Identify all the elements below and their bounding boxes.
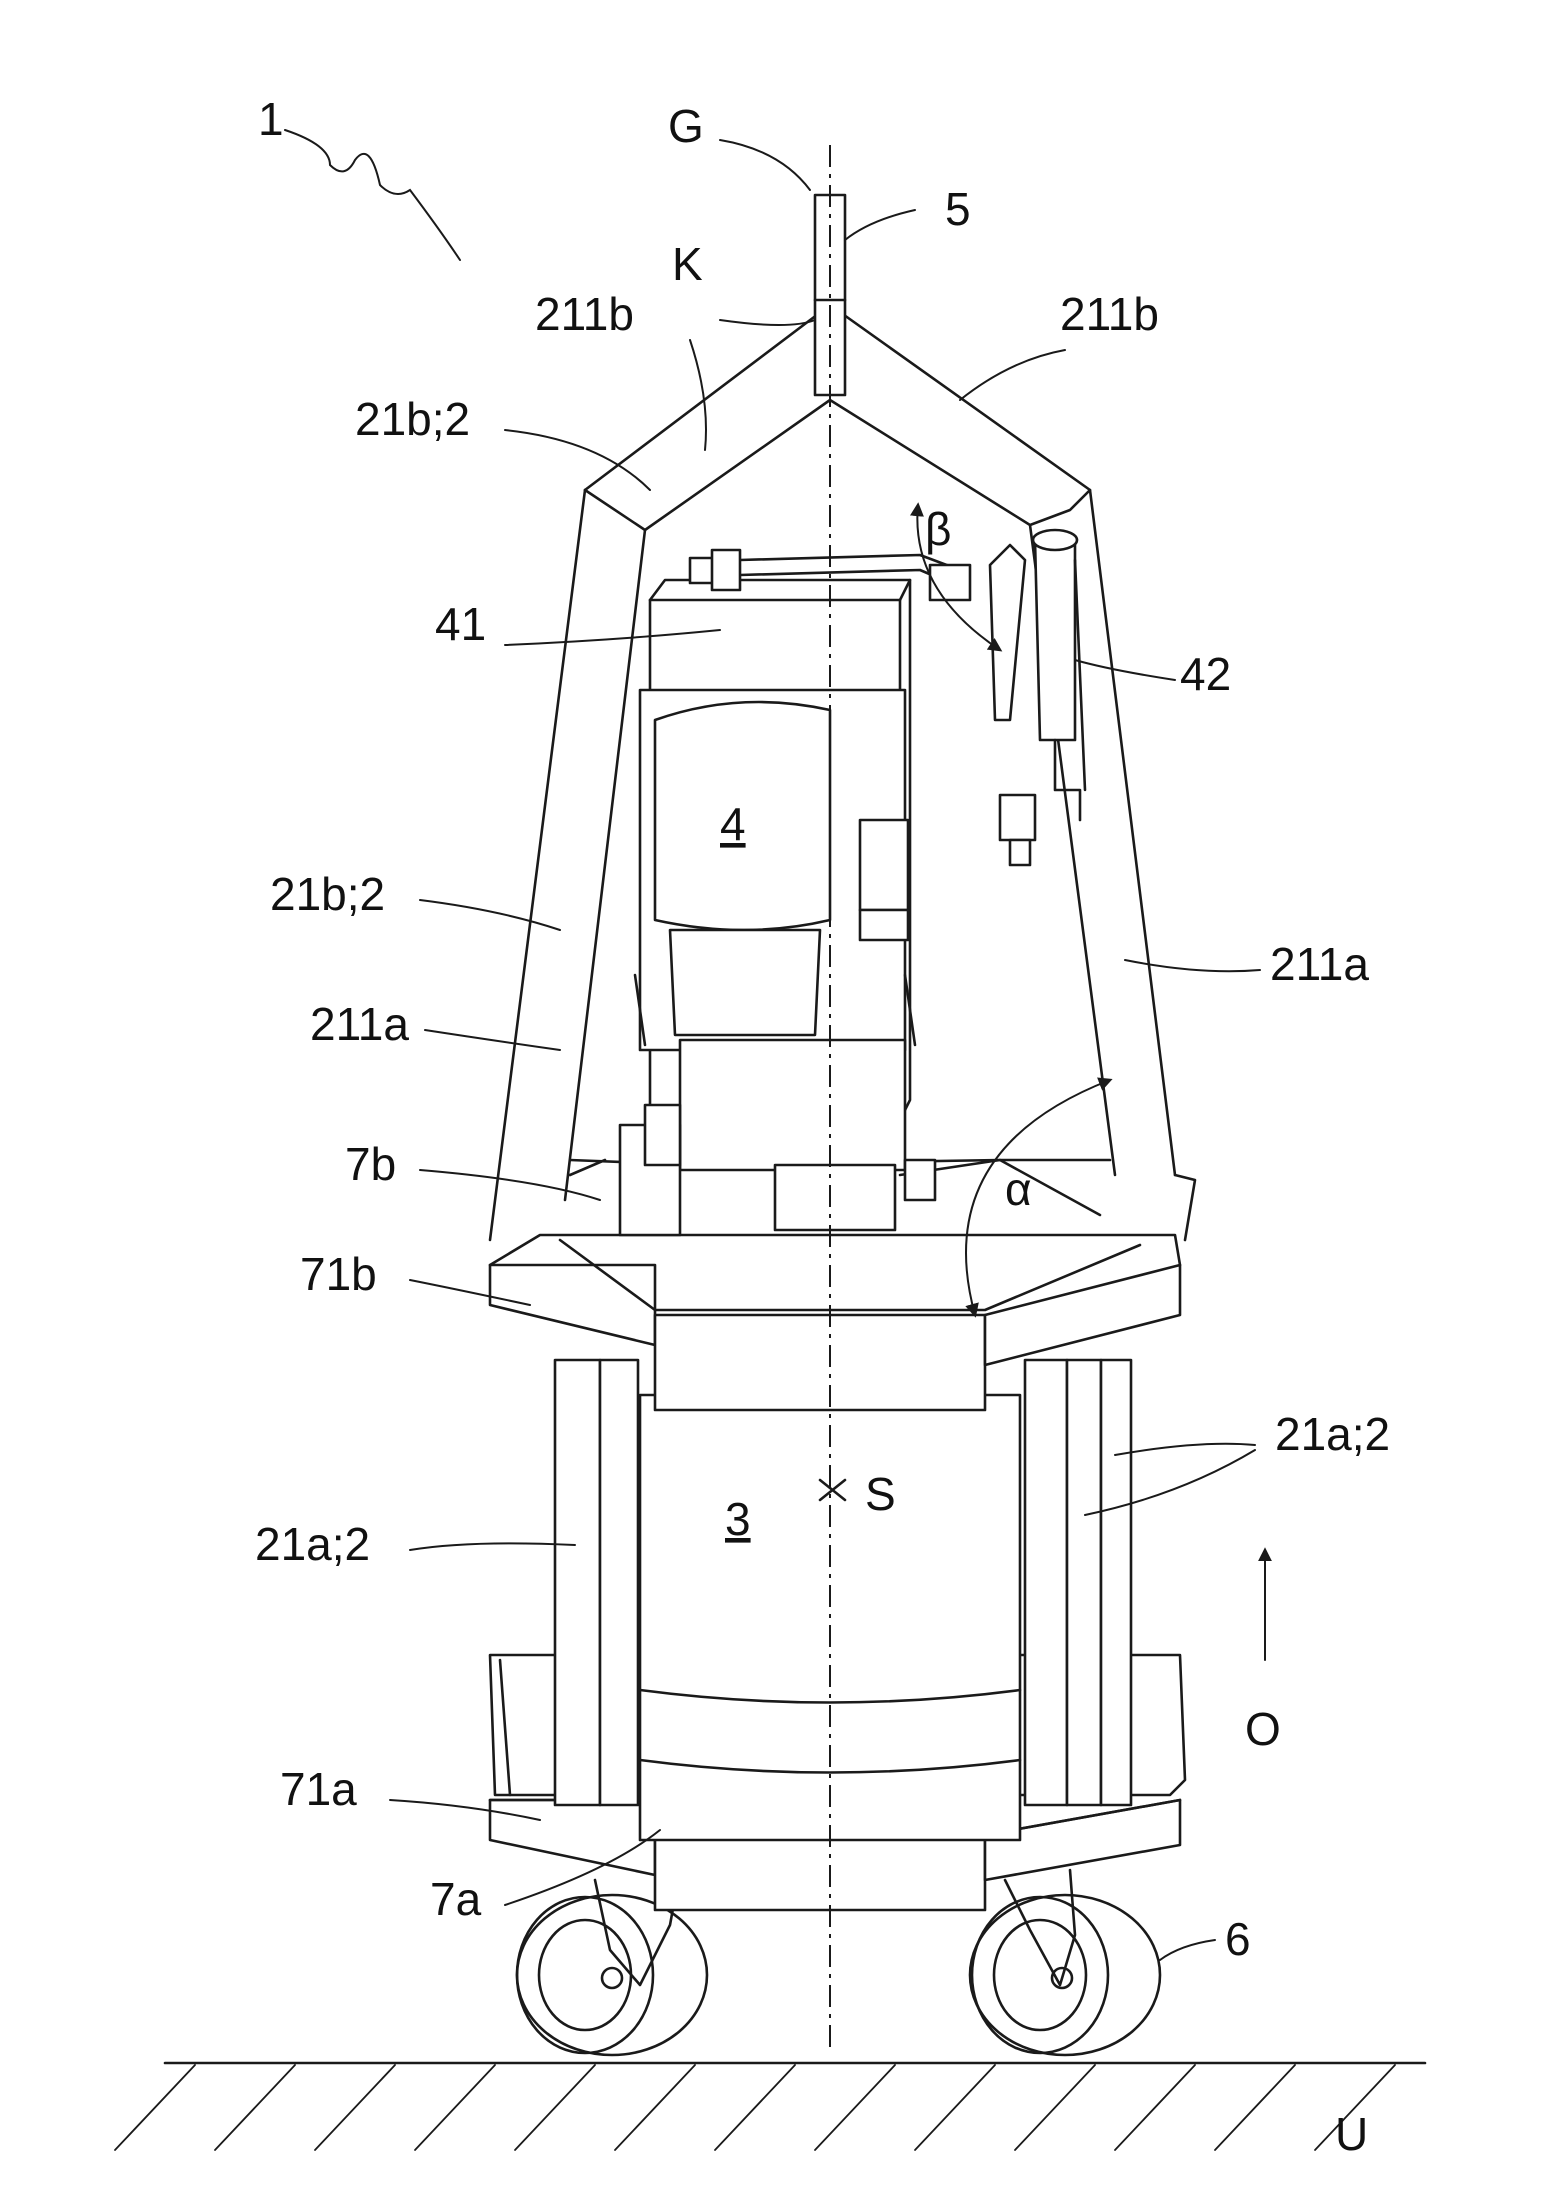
ground-surface: [115, 2063, 1425, 2150]
label-beta: β: [925, 503, 951, 555]
label-platform-7b: 7b: [345, 1138, 396, 1190]
label-wheel: 6: [1225, 1913, 1251, 1965]
label-upper-strut-left: 211b: [535, 288, 634, 340]
label-direction-o: O: [1245, 1703, 1281, 1755]
label-center-s: S: [865, 1468, 896, 1520]
wheel-right: [970, 1870, 1160, 2055]
motor-unit: [620, 580, 935, 1235]
label-strut-211a-left: 211a: [310, 998, 409, 1050]
label-device: 1: [258, 93, 284, 145]
label-strut-211a-right: 211a: [1270, 938, 1369, 990]
label-base-7a: 7a: [430, 1873, 482, 1925]
label-upper-frame-mid: 21b;2: [270, 868, 385, 920]
label-axis-g: G: [668, 100, 704, 152]
label-upper-frame-top: 21b;2: [355, 393, 470, 445]
label-alpha: α: [1005, 1163, 1032, 1215]
label-upper-strut-right: 211b: [1060, 288, 1159, 340]
label-apex-k: K: [672, 238, 703, 290]
label-handle: 5: [945, 183, 971, 235]
label-unit-41: 41: [435, 598, 486, 650]
label-ground: U: [1335, 2108, 1368, 2160]
alpha-arc: [966, 1080, 1110, 1315]
label-lower-frame-right: 21a;2: [1275, 1408, 1390, 1460]
label-container: 3: [725, 1493, 751, 1545]
label-motor: 4: [720, 798, 746, 850]
label-lower-frame-left: 21a;2: [255, 1518, 370, 1570]
label-unit-42: 42: [1180, 648, 1231, 700]
label-ring-71a: 71a: [280, 1763, 357, 1815]
label-ring-71b: 71b: [300, 1248, 377, 1300]
